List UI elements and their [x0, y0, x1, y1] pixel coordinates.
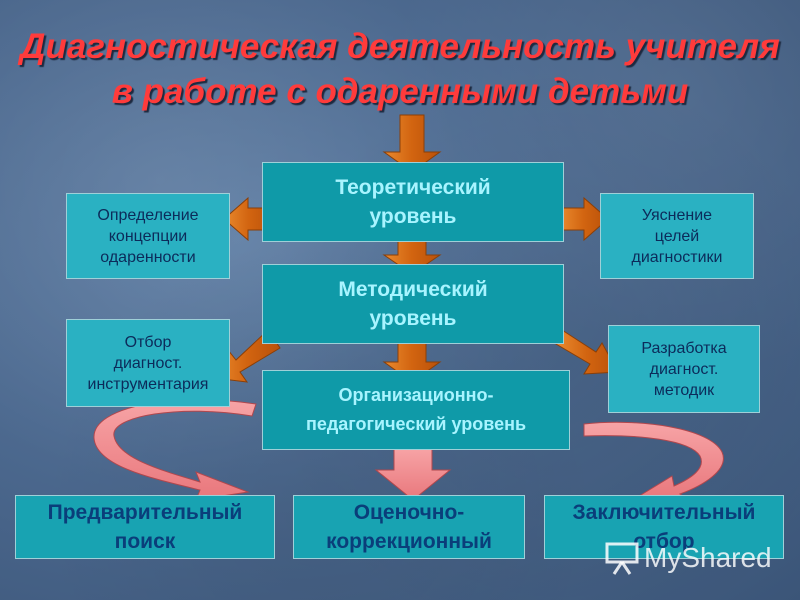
final-stage-line-2: отбор [633, 530, 695, 553]
correction-stage-line-2: коррекционный [326, 530, 492, 553]
final-stage-box: Заключительный отбор [544, 495, 784, 559]
methods-line-2: диагност. [649, 360, 719, 378]
theoretical-level-box: Теоретический уровень [262, 162, 564, 242]
arrow-right-to-goals [559, 196, 609, 242]
goals-line-3: диагностики [631, 248, 723, 266]
organizational-level-box: Организационно- педагогический уровень [262, 370, 570, 450]
theoretical-level-line-1: Теоретический [335, 176, 491, 199]
arrow-curve-to-final [583, 421, 724, 501]
preliminary-stage-line-1: Предварительный [47, 501, 243, 524]
tools-line-3: инструментария [87, 375, 209, 393]
arrow-curve-to-preliminary [93, 399, 257, 501]
theoretical-level-line-2: уровень [369, 205, 457, 228]
correction-stage-box: Оценочно- коррекционный [293, 495, 525, 559]
presentation-icon [605, 542, 639, 575]
organizational-level-line-1: Организационно- [338, 385, 494, 405]
concept-line-2: концепции [108, 227, 188, 245]
arrow-down-to-correction [374, 447, 452, 501]
arrow-diagonal-to-methods [555, 329, 619, 375]
tools-line-2: диагност. [113, 354, 183, 372]
correction-stage-line-1: Оценочно- [353, 501, 465, 524]
tools-line-1: Отбор [124, 333, 172, 351]
slide-title-line-2: в работе с одаренными детьми [111, 72, 689, 111]
concept-line-3: одаренности [100, 248, 196, 266]
preliminary-stage-line-2: поиск [114, 530, 176, 553]
methods-line-3: методик [653, 381, 715, 399]
tools-box: Отбор диагност. инструментария [66, 319, 230, 407]
methodical-level-line-2: уровень [369, 307, 457, 330]
slide-title-line-1: Диагностическая деятельность учителя [20, 27, 780, 66]
goals-line-2: целей [654, 227, 700, 245]
methodical-level-line-1: Методический [338, 278, 488, 301]
concept-line-1: Определение [97, 206, 199, 224]
watermark: MyShared [604, 536, 784, 580]
methodical-level-box: Методический уровень [262, 264, 564, 344]
goals-line-1: Уяснение [641, 206, 713, 224]
final-stage-line-1: Заключительный [572, 501, 756, 524]
organizational-level-line-2: педагогический уровень [305, 414, 527, 434]
preliminary-stage-box: Предварительный поиск [15, 495, 275, 559]
watermark-text: MyShared [644, 542, 772, 573]
methods-line-1: Разработка [641, 339, 727, 357]
methods-box: Разработка диагност. методик [608, 325, 760, 413]
goals-box: Уяснение целей диагностики [600, 193, 754, 279]
concept-box: Определение концепции одаренности [66, 193, 230, 279]
